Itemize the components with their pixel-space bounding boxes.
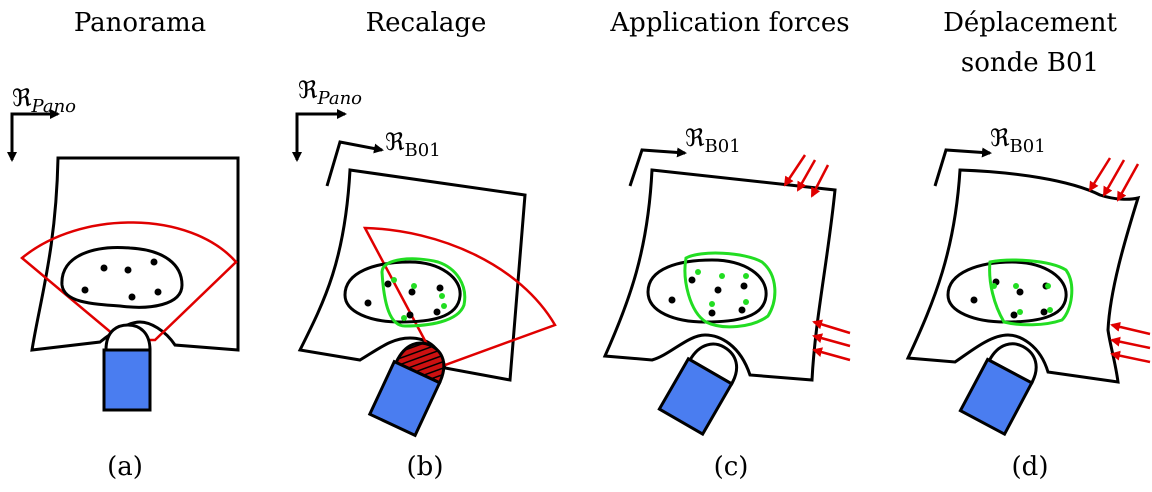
frame-b01-label-b: ℜB01	[385, 128, 441, 161]
frame-pano-label-b: ℜPano	[298, 76, 362, 109]
panel-a: ℜPano	[7, 84, 240, 412]
panel-b-title: Recalage	[365, 8, 487, 38]
force-arrows-top-d	[1088, 157, 1140, 202]
tissue-outline	[30, 156, 240, 352]
deformed-lesion-c	[683, 251, 777, 329]
lesion-points-d	[970, 278, 1050, 319]
panel-c: ℜB01	[602, 124, 851, 437]
tissue-outline-c	[602, 168, 837, 382]
lesion-points-b	[364, 280, 444, 319]
probe-c	[657, 342, 739, 437]
probe-contact-b	[394, 341, 446, 385]
panel-d: ℜB01	[905, 124, 1151, 437]
lesion-points-c	[668, 276, 748, 317]
probe-body	[102, 348, 152, 412]
probe-head	[104, 323, 152, 352]
probe-body-b	[367, 359, 442, 438]
deformed-lesion-d	[988, 258, 1074, 327]
probe-head-d	[987, 342, 1038, 385]
lesion	[60, 246, 184, 309]
panel-b-caption: (b)	[406, 452, 444, 482]
panel-d-title-line2: sonde B01	[960, 48, 1100, 78]
ultrasound-sector	[20, 221, 238, 342]
force-arrows-side-c	[812, 319, 851, 362]
frame-b01-axes-d	[933, 147, 992, 187]
frame-pano-axes	[7, 109, 60, 162]
deformed-points-c	[695, 269, 749, 307]
frame-b01-axes-c	[628, 147, 687, 187]
frame-b01-axes-b	[325, 140, 384, 187]
lesion-points	[81, 258, 162, 301]
force-arrows-side-d	[1110, 321, 1151, 364]
probe-body-c	[657, 356, 734, 437]
lesion-c	[646, 258, 768, 324]
registered-lesion-b	[380, 257, 467, 328]
probe-d	[958, 342, 1038, 437]
panel-d-caption: (d)	[1011, 452, 1049, 482]
force-arrows-top-c	[783, 154, 830, 198]
panel-a-title: Panorama	[73, 8, 207, 38]
probe-body-d	[958, 357, 1034, 437]
frame-b01-label-d: ℜB01	[990, 124, 1046, 157]
ultrasound-sector-b	[362, 226, 557, 367]
panel-c-title: Application forces	[610, 8, 850, 38]
frame-b01-label-c: ℜB01	[685, 124, 741, 157]
probe-b	[367, 341, 446, 438]
frame-pano-axes-b	[292, 109, 347, 162]
probe-head-c	[688, 342, 739, 386]
panel-b: ℜPano ℜB01	[292, 76, 557, 438]
panel-a-caption: (a)	[107, 452, 143, 482]
panel-c-caption: (c)	[713, 452, 749, 482]
lesion-b	[343, 260, 462, 324]
frame-pano-label: ℜPano	[12, 84, 76, 117]
panel-d-title-line1: Déplacement	[943, 8, 1117, 38]
lesion-d	[946, 260, 1068, 324]
deformed-points-d	[991, 283, 1053, 315]
registered-points-b	[391, 277, 447, 321]
